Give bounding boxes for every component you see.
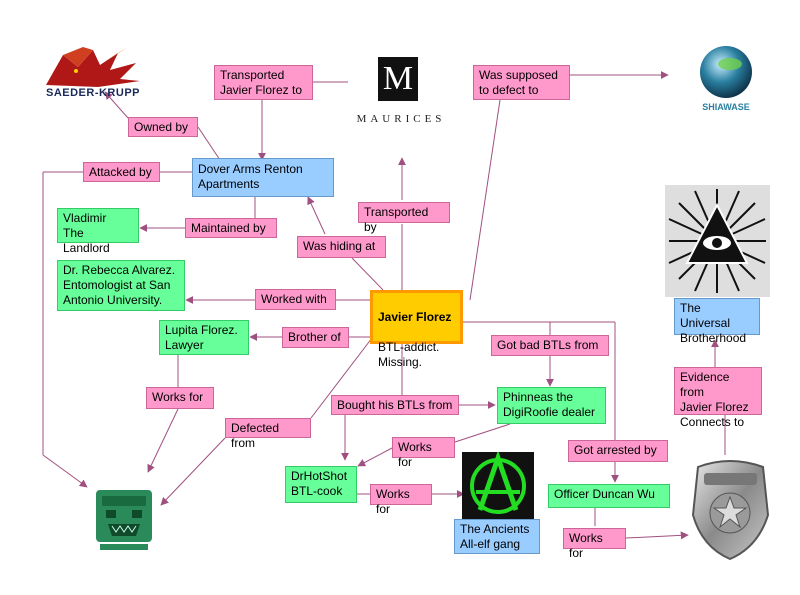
saeder-krupp-text: SAEDER-KRUPP xyxy=(45,87,140,99)
ancients-logo xyxy=(462,450,534,520)
edge xyxy=(625,531,689,540)
edge xyxy=(147,408,179,473)
edge xyxy=(197,126,221,161)
police-badge-logo xyxy=(688,455,773,563)
lupita-florez-node[interactable]: Lupita Florez. Lawyer xyxy=(159,320,249,355)
javier-florez-name: Javier Florez xyxy=(378,310,452,324)
relation-maintained-by: Maintained by xyxy=(185,218,277,238)
aztechnology-logo xyxy=(92,486,156,552)
relation-defected-from: Defected from xyxy=(225,418,311,450)
relation-worked-with: Worked with xyxy=(255,289,336,310)
saeder-krupp-logo: SAEDER-KRUPP xyxy=(38,45,148,105)
rebecca-alvarez-node[interactable]: Dr. Rebecca Alvarez. Entomologist at San… xyxy=(57,260,185,311)
aztec-head-icon xyxy=(96,490,152,550)
duncan-wu-node[interactable]: Officer Duncan Wu xyxy=(548,484,670,508)
relation-lupita-works-for: Works for xyxy=(146,387,214,409)
vladimir-node[interactable]: Vladimir The Landlord xyxy=(57,208,139,255)
drhotshot-node[interactable]: DrHotShot BTL-cook xyxy=(285,466,357,503)
relation-phinneas-works-for: Works for xyxy=(392,437,455,469)
maurices-text: MAURICES xyxy=(356,113,446,125)
relation-brother-of: Brother of xyxy=(282,327,349,348)
phinneas-node[interactable]: Phinneas the DigiRoofie dealer xyxy=(497,387,606,424)
eye-pyramid-icon xyxy=(668,189,766,293)
relation-evidence: Evidence from Javier Florez Connects to xyxy=(674,367,762,429)
relation-was-hiding-at: Was hiding at xyxy=(297,236,386,258)
relation-transported-by: Transported by xyxy=(358,202,450,234)
edge xyxy=(104,91,129,119)
ancients-node[interactable]: The Ancients All-elf gang xyxy=(454,519,540,554)
anarchy-symbol-icon xyxy=(470,450,526,514)
shiawase-logo: SHIAWASE xyxy=(690,40,762,120)
edge xyxy=(357,447,393,467)
edge xyxy=(307,196,326,235)
relation-supposed-defect: Was supposed to defect to xyxy=(473,65,570,100)
relation-transported-to: Transported Javier Florez to xyxy=(214,65,313,100)
edge xyxy=(42,454,88,488)
relation-got-arrested-by: Got arrested by xyxy=(568,440,668,462)
edge xyxy=(469,99,501,301)
javier-florez-desc: BTL-addict. Missing. xyxy=(378,340,440,369)
relation-bought-btls: Bought his BTLs from xyxy=(331,395,459,415)
brotherhood-logo xyxy=(665,185,770,297)
dragon-icon xyxy=(46,47,140,87)
police-badge-icon xyxy=(691,460,770,561)
dover-arms-node[interactable]: Dover Arms Renton Apartments xyxy=(192,158,334,197)
edge xyxy=(351,257,384,291)
edge xyxy=(160,437,226,506)
globe-icon xyxy=(700,46,752,98)
maurices-monogram: M xyxy=(378,57,418,101)
relation-owned-by: Owned by xyxy=(128,117,198,137)
javier-florez-node[interactable]: Javier Florez BTL-addict. Missing. xyxy=(370,290,463,369)
shiawase-text: SHIAWASE xyxy=(702,102,750,112)
relation-got-bad-btls: Got bad BTLs from xyxy=(491,335,609,356)
universal-brotherhood-node[interactable]: The Universal Brotherhood xyxy=(674,298,760,345)
maurices-logo: M MAURICES xyxy=(345,57,457,127)
edge xyxy=(310,337,373,419)
edge xyxy=(454,423,511,443)
relation-duncan-works-for: Works for xyxy=(563,528,626,560)
relation-attacked-by: Attacked by xyxy=(83,162,160,182)
relation-drhotshot-works-for: Works for xyxy=(370,484,432,516)
